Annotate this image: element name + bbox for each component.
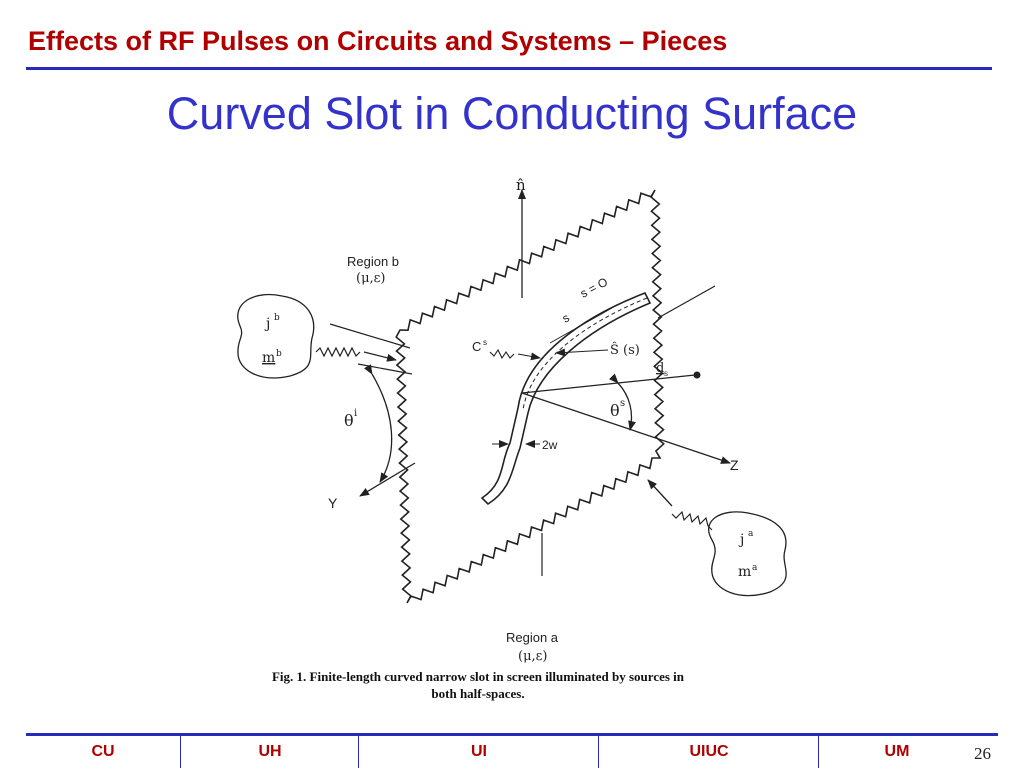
incident-ray-upper [329,323,411,349]
normal-label: n̂ [516,178,526,194]
figure-caption: Fig. 1. Finite-length curved narrow slot… [200,668,756,702]
y-axis-arrow [359,462,416,497]
theta-i-arc [363,364,393,483]
two-w-label: 2w [542,438,558,452]
theta-s-sup: s [620,398,625,409]
source-b-wave-arrow [315,346,361,358]
source-a-m: m [738,564,751,580]
footer-item-uiuc: UIUC [598,736,819,768]
cs-wave-arrow [489,348,515,360]
source-b-j-sup: b [274,313,280,323]
theta-s-arc [608,373,636,431]
source-b-blob [237,294,315,379]
page-number: 26 [974,744,991,763]
slot-centerline [522,297,648,411]
source-a-ray [647,479,673,507]
s-arc-dimension [549,307,613,344]
source-a-blob [708,511,787,597]
caption-line-2: both half-spaces. [431,686,525,701]
region-a-params: (μ,ε) [518,649,547,664]
source-a-j-sup: a [748,529,754,539]
source-b-m: m [262,350,275,366]
s-label: s [560,310,572,325]
header-title: Effects of RF Pulses on Circuits and Sys… [28,26,728,56]
caption-line-1: Fig. 1. Finite-length curved narrow slot… [271,669,685,684]
ds-label: d [656,361,664,376]
source-b-j: j [264,316,270,332]
y-axis-label: Y [328,495,338,511]
ds-vector [521,374,696,394]
slot-diagram: n̂ Region b (μ,ε) j b m b θ i Y Z d s θ … [200,178,800,698]
z-axis-label: Z [730,457,739,473]
source-a-j: j [738,532,744,548]
cs-pointer [517,352,541,361]
s-hat-label: Ŝ (s) [610,341,640,358]
slide-title: Curved Slot in Conducting Surface [166,88,858,139]
s-hat-pointer [555,348,609,357]
footer-item-uh: UH [180,736,359,768]
conducting-screen [395,189,665,604]
incident-ray-lower [357,363,413,375]
ds-sub: s [664,369,668,378]
source-b-m-sup: b [276,349,282,359]
theta-i-sup: i [354,408,357,419]
observation-point [693,371,701,379]
upper-extension-line [657,285,716,319]
footer-item-ui: UI [358,736,599,768]
z-axis-arrow [521,392,731,464]
footer-item-cu: CU [91,743,115,760]
footer-rule [26,733,998,736]
source-a-wave-arrow [671,510,713,531]
footer-item-um: UM [818,736,975,768]
region-b-label: Region b [347,254,399,269]
s-zero-label: s = O [578,275,610,301]
source-b-ray [363,351,397,362]
source-a-m-sup: a [752,563,758,573]
footer-bar: CU UH UI UIUC UM [26,736,998,768]
region-a-label: Region a [506,630,559,645]
region-b-params: (μ,ε) [356,271,385,286]
theta-s-label: θ [610,401,620,420]
cs-label: C [472,339,481,354]
theta-i-label: θ [344,411,354,430]
cs-sup: s [483,338,487,347]
header-rule [26,67,992,70]
